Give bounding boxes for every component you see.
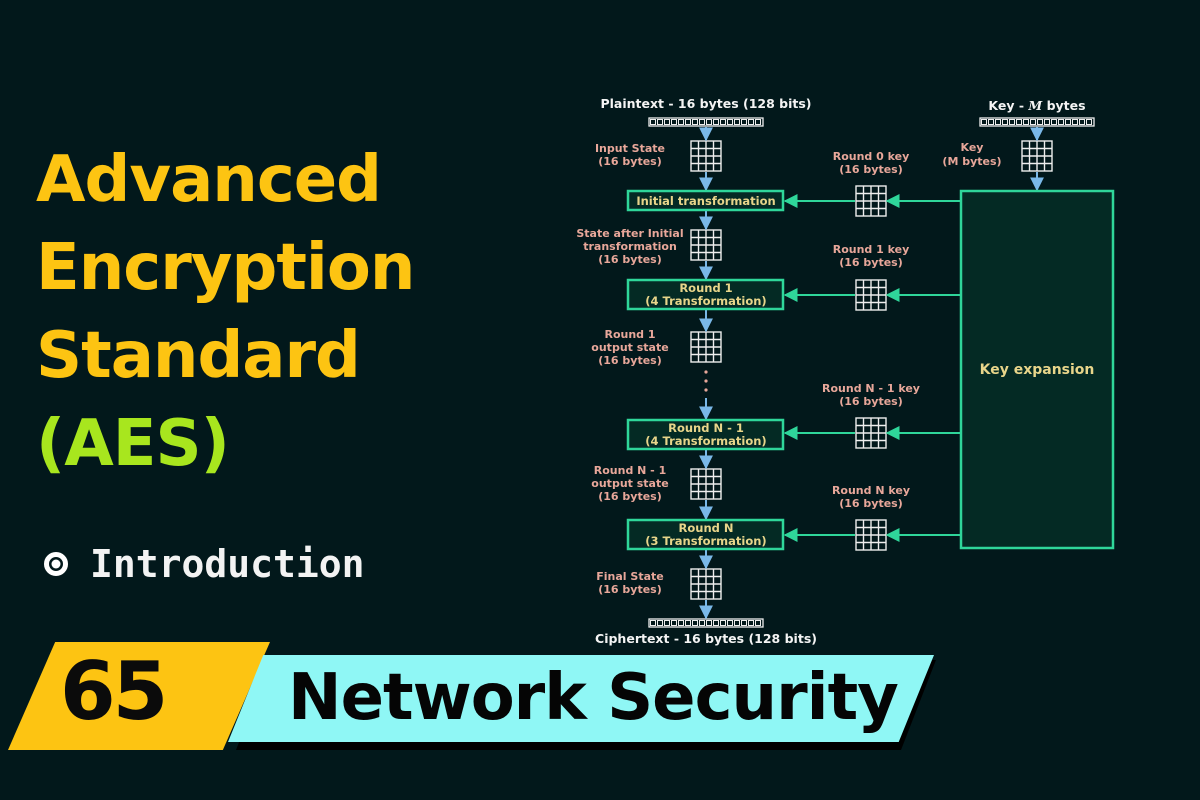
round-n-subtitle: (3 Transformation) xyxy=(645,534,766,548)
subtopic-label: Introduction xyxy=(90,542,365,586)
round-1-box xyxy=(626,278,785,311)
round-n-minus-1-output-label-2: output state xyxy=(591,477,668,490)
input-state-grid xyxy=(690,140,722,172)
title-line-aes: (AES) xyxy=(36,407,230,481)
key-label-prefix: Key - xyxy=(988,98,1028,113)
initial-transformation-label: Initial transformation xyxy=(636,194,775,208)
plaintext-label: Plaintext - 16 bytes (128 bits) xyxy=(600,96,811,111)
ellipsis-dot xyxy=(704,388,708,392)
round-1-key-label-1: Round 1 key xyxy=(833,243,910,256)
title-line-3: Standard xyxy=(36,319,361,393)
subtopic: Introduction xyxy=(44,542,365,586)
round-n-minus-1-subtitle: (4 Transformation) xyxy=(645,434,766,448)
title-line-1: Advanced xyxy=(36,143,382,217)
series-title: Network Security xyxy=(288,661,899,735)
key-state-label-1: Key xyxy=(961,141,984,154)
round-1-output-grid xyxy=(690,331,722,363)
ellipsis-dot xyxy=(704,379,708,383)
final-state-grid xyxy=(690,568,722,600)
round-n-minus-1-key-label-1: Round N - 1 key xyxy=(822,382,920,395)
input-state-label-1: Input State xyxy=(595,142,665,155)
ellipsis-dot xyxy=(704,370,708,374)
key-label: Key - M bytes xyxy=(988,98,1085,113)
radio-target-icon xyxy=(44,552,68,576)
key-expansion-label: Key expansion xyxy=(980,362,1095,378)
round-n-key-grid xyxy=(855,519,887,551)
round-0-key-label-2: (16 bytes) xyxy=(839,163,903,176)
final-state-label-2: (16 bytes) xyxy=(598,583,662,596)
key-label-suffix: bytes xyxy=(1042,98,1085,113)
round-n-minus-1-box xyxy=(626,418,785,451)
round-n-minus-1-title: Round N - 1 xyxy=(668,421,744,435)
title-line-2: Encryption xyxy=(36,231,415,305)
input-state-label-2: (16 bytes) xyxy=(598,155,662,168)
round-n-title: Round N xyxy=(679,521,734,535)
round-n-minus-1-key-label-2: (16 bytes) xyxy=(839,395,903,408)
round-0-key-grid xyxy=(855,185,887,217)
round-n-key-label-1: Round N key xyxy=(832,484,910,497)
episode-number-badge xyxy=(8,642,270,750)
round-1-key-label-2: (16 bytes) xyxy=(839,256,903,269)
key-label-var: M xyxy=(1027,98,1043,113)
initial-transformation-box xyxy=(626,189,785,212)
state-after-initial-label-2: transformation xyxy=(583,240,677,253)
round-n-minus-1-output-label-1: Round N - 1 xyxy=(594,464,666,477)
key-state-grid xyxy=(1021,140,1053,172)
episode-number: 65 xyxy=(60,645,168,738)
round-1-output-label-3: (16 bytes) xyxy=(598,354,662,367)
round-n-minus-1-key-grid xyxy=(855,417,887,449)
round-n-minus-1-output-grid xyxy=(690,468,722,500)
round-n-key-label-2: (16 bytes) xyxy=(839,497,903,510)
round-n-minus-1-output-label-3: (16 bytes) xyxy=(598,490,662,503)
key-expansion-box xyxy=(959,189,1115,550)
key-state-label-2: (M bytes) xyxy=(942,155,1001,168)
state-after-initial-label-1: State after Initial xyxy=(576,227,683,240)
key-byte-bar xyxy=(979,117,1095,127)
round-1-title: Round 1 xyxy=(679,281,732,295)
state-after-initial-label-3: (16 bytes) xyxy=(598,253,662,266)
round-1-key-grid xyxy=(855,279,887,311)
round-1-subtitle: (4 Transformation) xyxy=(645,294,766,308)
plaintext-byte-bar xyxy=(648,117,764,127)
round-0-key-label-1: Round 0 key xyxy=(833,150,910,163)
ciphertext-label: Ciphertext - 16 bytes (128 bits) xyxy=(595,631,817,646)
series-banner xyxy=(228,655,934,742)
state-after-initial-grid xyxy=(690,229,722,261)
ciphertext-byte-bar xyxy=(648,618,764,628)
final-state-label-1: Final State xyxy=(596,570,663,583)
round-1-output-label-2: output state xyxy=(591,341,668,354)
round-n-box xyxy=(626,518,785,551)
round-1-output-label-1: Round 1 xyxy=(604,328,655,341)
